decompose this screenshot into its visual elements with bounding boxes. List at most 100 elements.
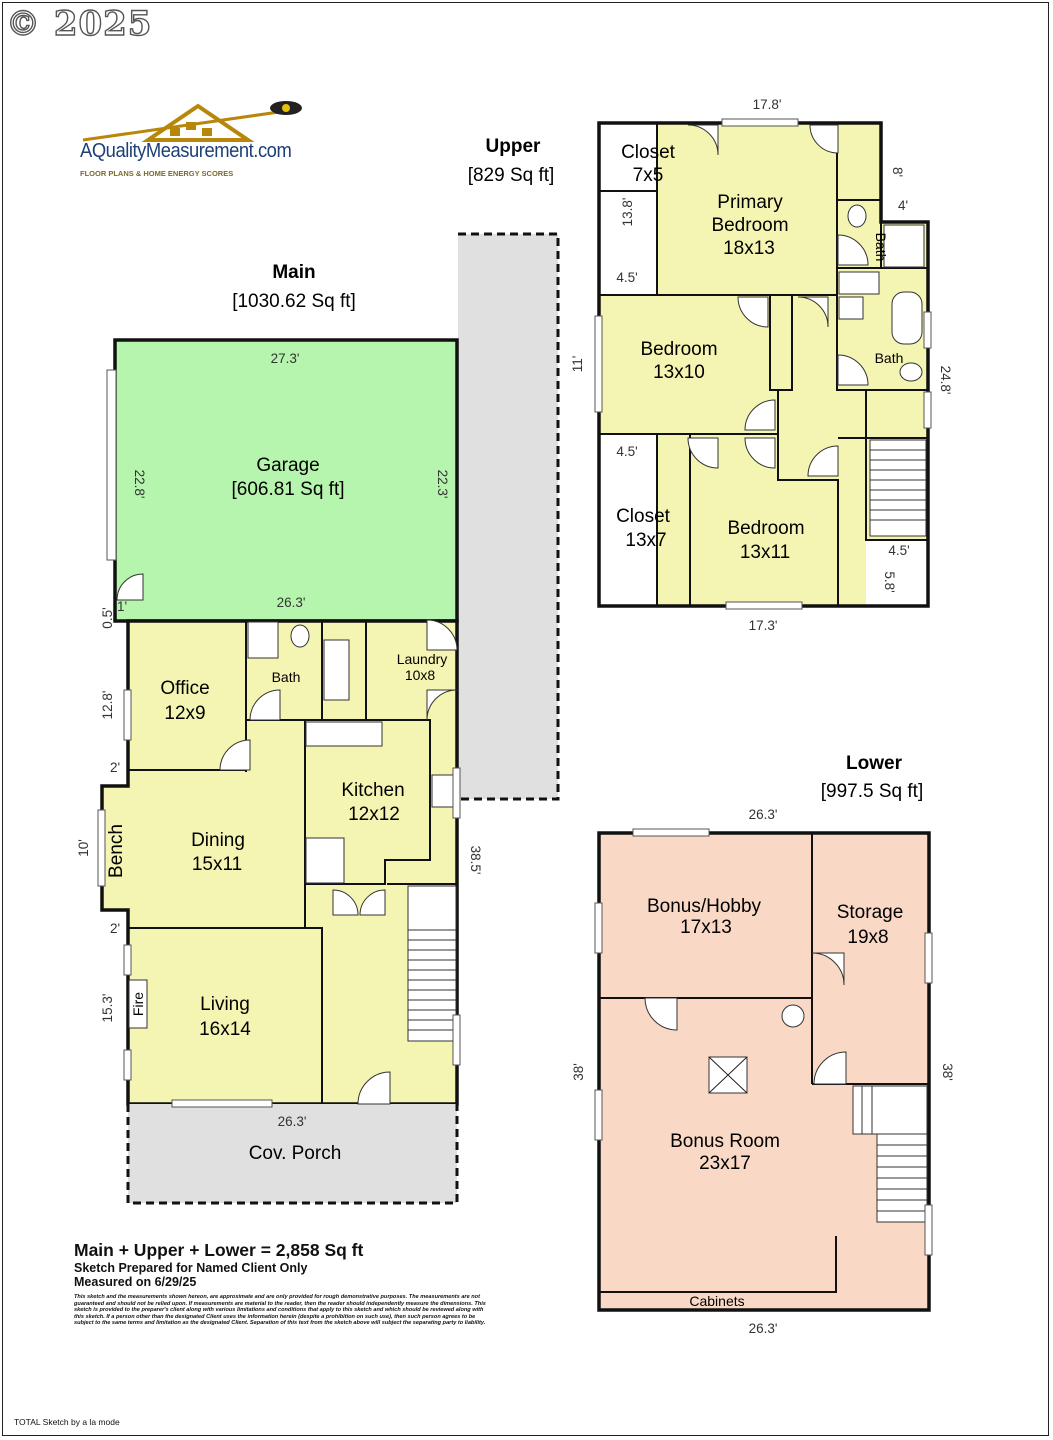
dim-upper-top: 17.8'	[753, 97, 782, 112]
office-window	[123, 689, 132, 741]
upper-floor-title: Upper	[486, 136, 542, 157]
dim-main-153: 15.3'	[100, 994, 115, 1023]
upper-exterior-walls	[597, 121, 930, 608]
primary-window	[721, 118, 799, 127]
dim-upper-45a: 4.5'	[616, 270, 637, 285]
laundry-appliance	[323, 639, 350, 701]
dim-main-2b: 2'	[110, 921, 120, 936]
upper-closet-top-fill	[599, 123, 657, 191]
bedroom3-door-swing	[744, 437, 776, 469]
driveway-area	[458, 234, 558, 799]
bath-door-swing-2	[837, 354, 869, 386]
storage-size: 19x8	[847, 927, 888, 948]
kitchen-window	[452, 767, 461, 819]
main-floor-title: Main	[272, 262, 315, 283]
upper-hall-window	[923, 391, 932, 429]
closet-top-size: 7x5	[633, 165, 664, 186]
bedroom2-size: 13x10	[653, 362, 705, 383]
company-logo: AQualityMeasurement.com FLOOR PLANS & HO…	[78, 100, 313, 192]
bath-door-swing-upper	[837, 234, 869, 266]
porch-outline	[126, 1104, 459, 1205]
bonus-hobby-label: Bonus/Hobby	[647, 896, 762, 917]
stair-door-swing-lower	[813, 1051, 847, 1085]
software-credit: TOTAL Sketch by a la mode	[14, 1417, 120, 1427]
primary-door-swing	[809, 124, 839, 154]
stair-window	[452, 1014, 461, 1066]
closet-bottom-label: Closet	[616, 506, 671, 527]
office-door-swing	[219, 739, 251, 771]
dim-lower-bottom: 26.3'	[749, 1321, 778, 1336]
upper-toilet-small	[847, 204, 867, 228]
main-bath-vanity	[247, 621, 279, 659]
dim-main-385: 38.5'	[468, 846, 483, 875]
porch-label: Cov. Porch	[249, 1143, 342, 1164]
logo-brand-name: AQualityMeasurement.com	[80, 140, 292, 162]
primary-bedroom-label-2: Bedroom	[711, 215, 788, 236]
lower-floor-fill	[599, 833, 929, 1310]
upper-small-bath-label: Bath	[873, 233, 889, 262]
dim-upper-138: 13.8'	[620, 198, 635, 227]
hobby-window	[632, 828, 710, 837]
bedroom3-size: 13x11	[740, 542, 790, 563]
upper-floor-area: [829 Sq ft]	[468, 165, 555, 186]
main-stair-treads	[408, 929, 456, 1031]
upper-shower-small	[883, 224, 925, 268]
main-stairs	[407, 885, 457, 1042]
bench-window	[97, 809, 106, 887]
main-living-area	[128, 621, 457, 1104]
bench-label: Bench	[106, 824, 127, 878]
dim-lower-left: 38'	[571, 1063, 586, 1081]
dim-upper-4: 4'	[898, 198, 908, 213]
dining-label: Dining	[191, 830, 245, 851]
kitchen-range	[305, 721, 383, 747]
lower-floor-title: Lower	[846, 753, 903, 774]
bedroom2-label: Bedroom	[640, 339, 717, 360]
dim-upper-248: 24.8'	[938, 366, 953, 395]
primary-bedroom-label-1: Primary	[717, 192, 783, 213]
upper-stair-nook	[866, 540, 928, 606]
laundry-size: 10x8	[405, 667, 436, 683]
lower-stair-treads	[861, 1086, 927, 1212]
copyright-watermark: © 2025	[5, 3, 153, 44]
dim-main-128: 12.8'	[100, 691, 115, 720]
fireplace	[128, 979, 148, 1029]
disclaimer: This sketch and the measurements shown h…	[74, 1294, 486, 1327]
upper-vanity-1	[838, 271, 880, 295]
dim-upper-8: 8'	[890, 167, 905, 177]
driveway-outline	[458, 232, 560, 801]
closet-bottom-size: 13x7	[625, 530, 666, 551]
living-walls	[128, 927, 323, 1104]
bonus-hobby-size: 17x13	[680, 917, 732, 938]
kitchen-door-swing-2	[359, 889, 386, 916]
dim-lower-right: 38'	[940, 1063, 955, 1081]
upper-stair-treads	[870, 449, 926, 521]
bonus-room-label: Bonus Room	[670, 1131, 780, 1152]
dim-upper-11: 11'	[570, 356, 585, 373]
office-label: Office	[160, 678, 209, 699]
primary-bedroom-size: 18x13	[723, 238, 775, 259]
kitchen-fridge	[305, 837, 345, 884]
cabinets-wall	[599, 1236, 837, 1293]
garage-door-opening	[106, 369, 117, 561]
measured-date: Measured on 6/29/25	[74, 1275, 197, 1289]
living-front-window	[171, 1099, 273, 1108]
prepared-for: Sketch Prepared for Named Client Only	[74, 1261, 308, 1275]
dim-main-porch: 26.3'	[278, 1114, 307, 1129]
attic-hatch	[708, 1056, 748, 1094]
upper-stair-walls	[865, 390, 928, 541]
bonus-window	[594, 1089, 603, 1141]
water-heater	[781, 1004, 805, 1028]
hobby-window-2	[594, 902, 603, 954]
garage-label: Garage	[256, 455, 319, 476]
bedroom2-door-swing-2	[744, 399, 776, 431]
dining-size: 15x11	[192, 854, 242, 875]
hall-walls	[777, 390, 839, 606]
bedroom2-closet	[769, 295, 793, 391]
upper-vanity-2	[838, 296, 864, 320]
dim-garage-left: 22.8'	[132, 470, 147, 499]
dim-upper-bottom: 17.3'	[749, 618, 778, 633]
closet-door-swing	[687, 124, 719, 156]
garage-size: [606.81 Sq ft]	[231, 479, 344, 500]
upper-stairs	[869, 439, 927, 537]
